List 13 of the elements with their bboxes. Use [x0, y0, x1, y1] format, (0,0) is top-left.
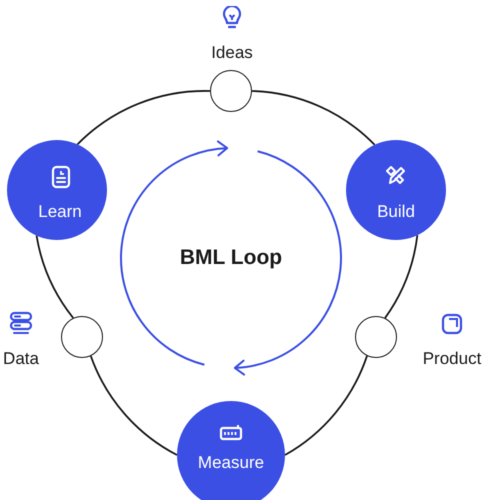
- connector-line: [90, 356, 178, 456]
- connector-line: [76, 90, 210, 146]
- node-label: Measure: [198, 453, 264, 473]
- node-label: Data: [3, 349, 39, 369]
- node-label: Learn: [38, 202, 82, 222]
- connector-line: [36, 235, 74, 318]
- connector-line: [252, 90, 376, 146]
- node-label: Product: [422, 349, 482, 369]
- diagram-title: BML Loop: [180, 246, 282, 270]
- node-label: Build: [377, 202, 415, 222]
- connector-line: [284, 356, 368, 456]
- connector-line: [384, 235, 418, 319]
- node-label: Ideas: [211, 43, 253, 63]
